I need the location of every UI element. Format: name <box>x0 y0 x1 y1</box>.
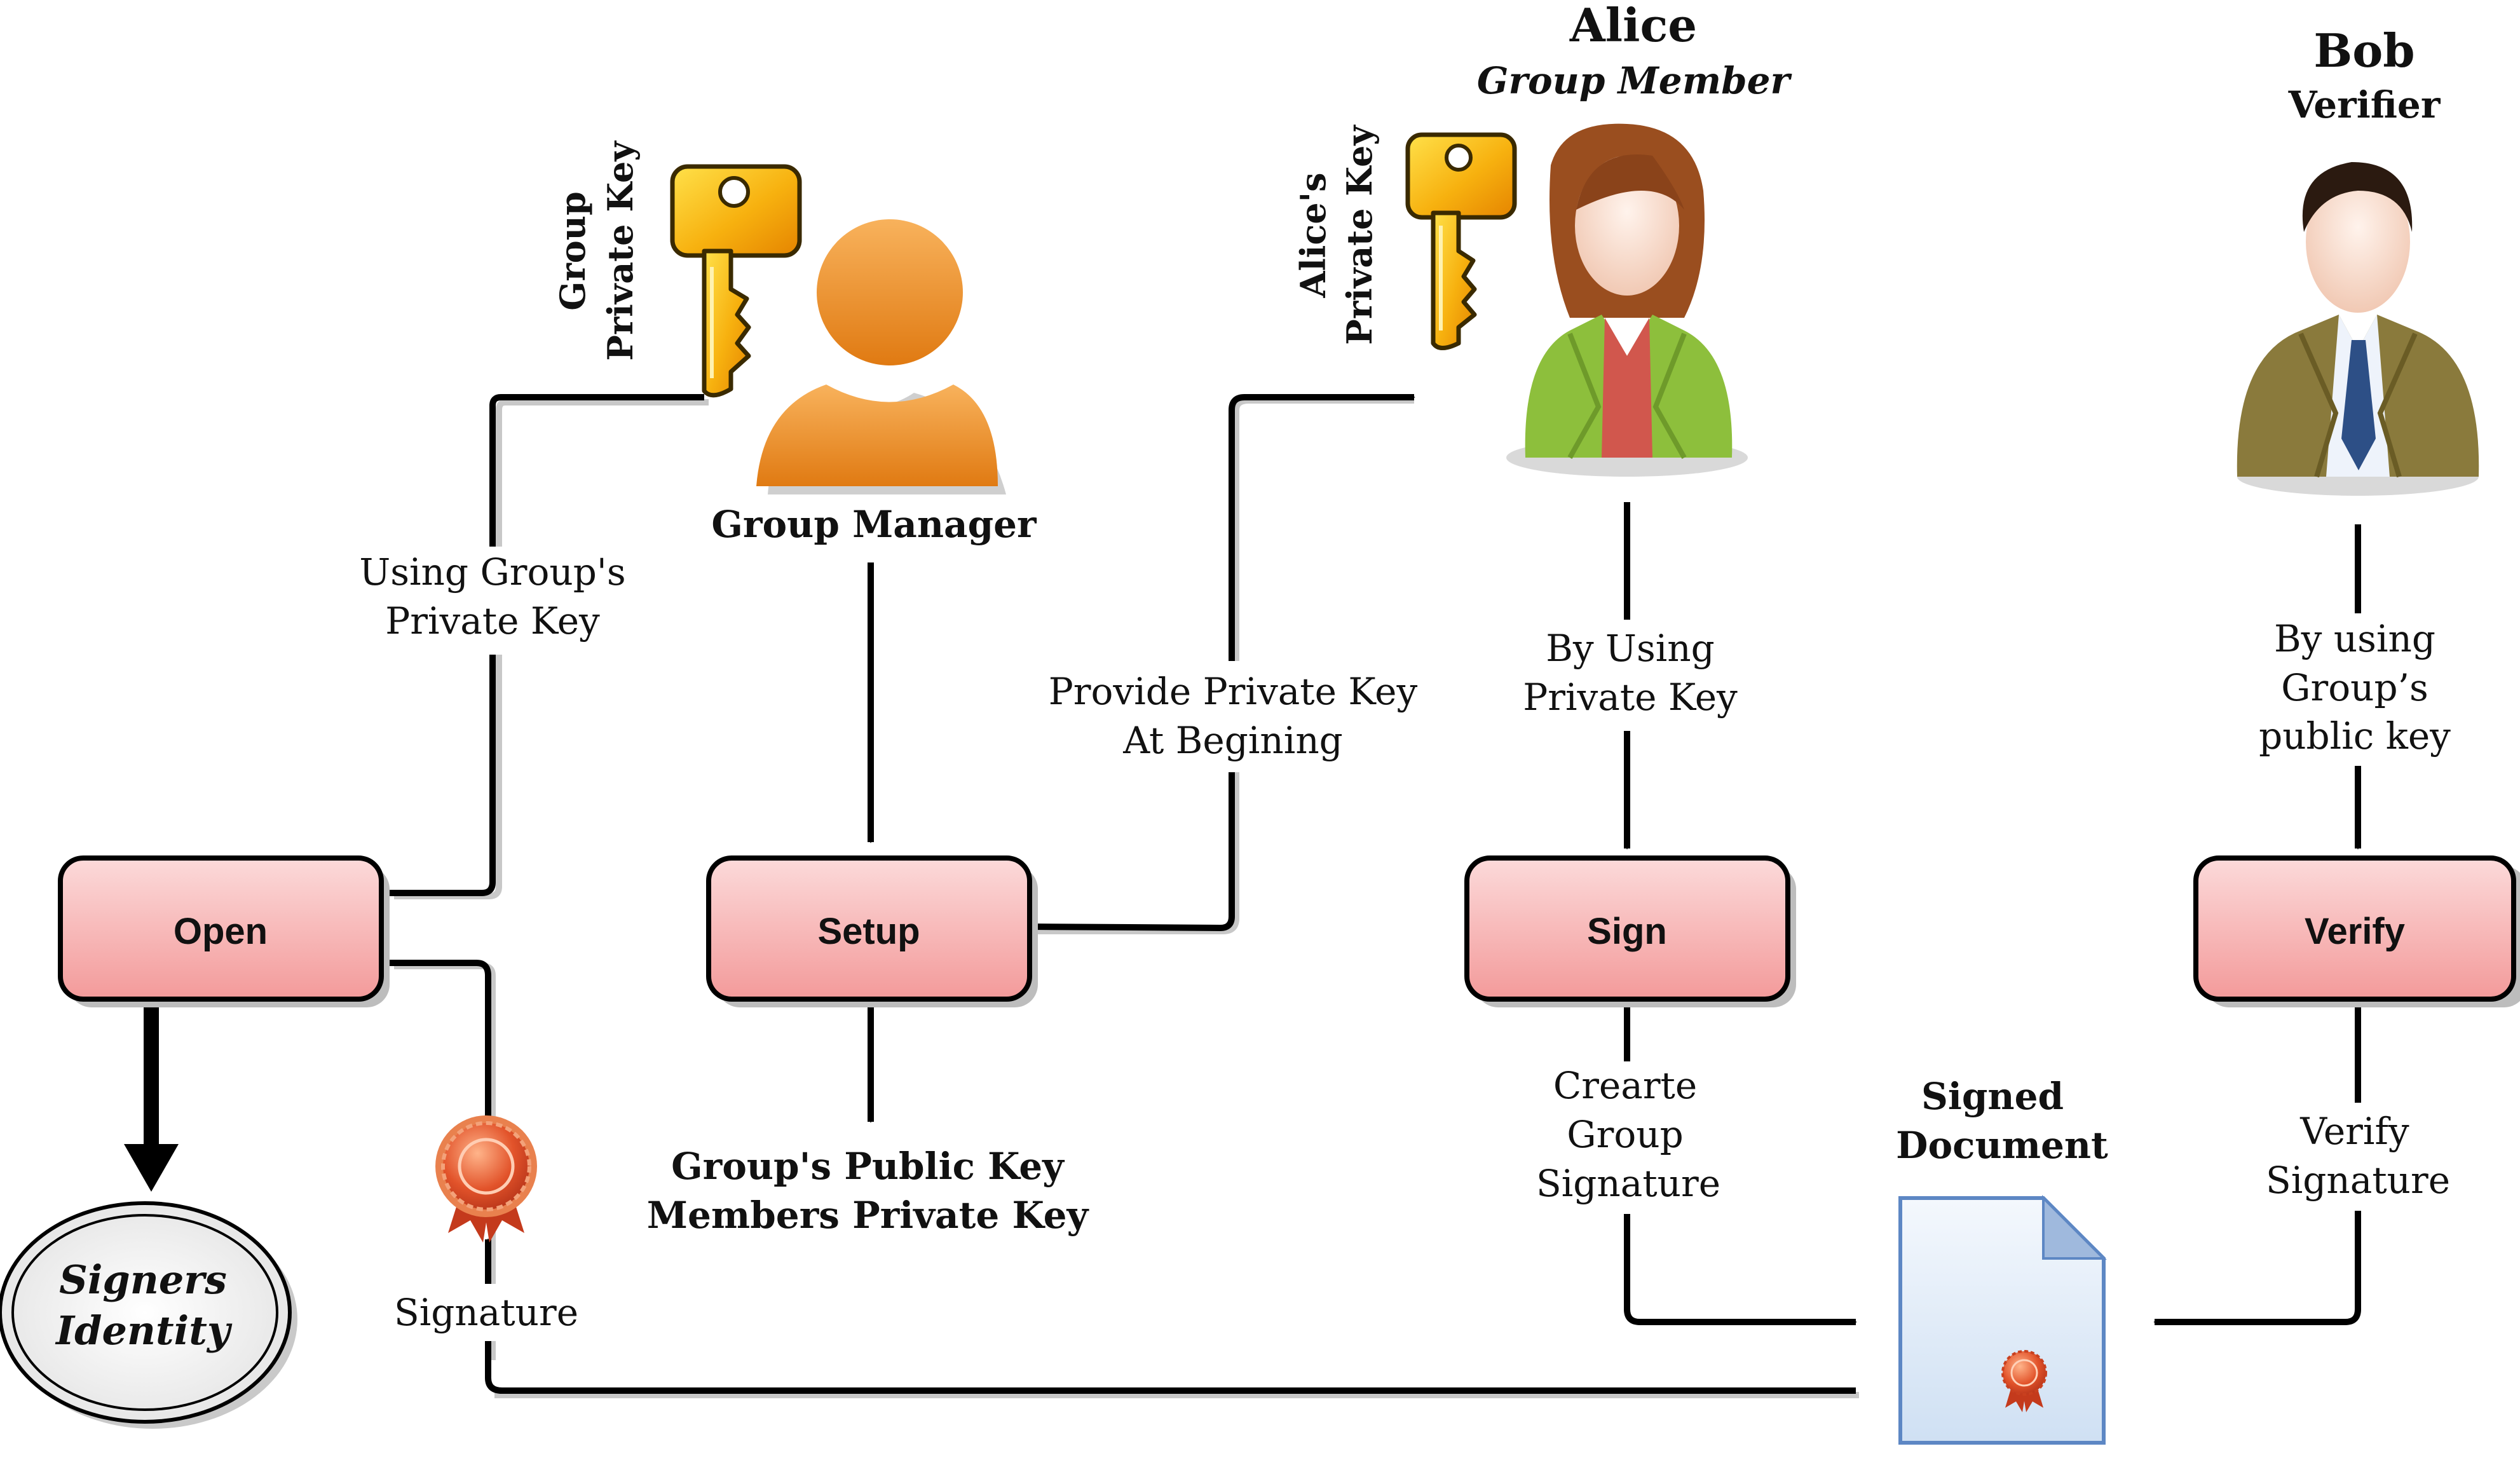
group-manager-key-label-2: Private Key <box>600 140 641 361</box>
process-setup-label: Setup <box>817 911 920 952</box>
arrow-sign-to-document <box>1624 1004 1857 1325</box>
alice-key-label-1: Alice's <box>1293 172 1333 298</box>
signed-document-title-2: Document <box>1896 1124 2108 1167</box>
label-create-sig-1: Crearte <box>1553 1064 1697 1107</box>
label-using-group-key-2: Private Key <box>385 599 600 643</box>
signers-identity-line2: Identity <box>55 1307 233 1354</box>
arrow-verify-to-document <box>2153 1004 2361 1325</box>
label-by-using-private-1: By Using <box>1546 627 1715 670</box>
setup-output-members-key: Members Private Key <box>647 1194 1090 1237</box>
alice-key-icon <box>1405 132 1517 350</box>
label-create-sig-2: Group <box>1567 1113 1683 1156</box>
group-manager-name: Group Manager <box>711 503 1037 546</box>
group-manager-icon <box>756 219 1006 494</box>
bob-avatar-icon <box>2237 162 2479 496</box>
label-create-sig-3: Signature <box>1536 1162 1720 1205</box>
label-using-group-key-1: Using Group's <box>359 550 625 594</box>
setup-output-public-key: Group's Public Key <box>671 1145 1065 1188</box>
label-signature: Signature <box>394 1291 578 1334</box>
signature-seal-icon <box>435 1115 537 1243</box>
label-provide-key-1: Provide Private Key <box>1049 670 1418 713</box>
bob-name: Bob <box>2313 24 2414 78</box>
label-by-using-public-2: Group’s <box>2281 666 2428 709</box>
alice-avatar-icon <box>1506 123 1748 477</box>
arrow-signature-to-open <box>383 960 491 1122</box>
alice-key-label-2: Private Key <box>1339 125 1380 345</box>
label-by-using-public-3: public key <box>2259 714 2451 758</box>
document-seal-icon <box>2001 1350 2047 1412</box>
group-manager-key-label-1: Group <box>552 191 593 311</box>
process-sign-label: Sign <box>1587 911 1667 952</box>
signed-document-icon[interactable] <box>1898 1195 2107 1445</box>
process-setup[interactable]: Setup <box>706 855 1038 1007</box>
label-verify-sig-1: Verify <box>2299 1110 2409 1153</box>
process-sign[interactable]: Sign <box>1464 855 1796 1007</box>
label-provide-key-2: At Begining <box>1122 719 1343 762</box>
process-verify[interactable]: Verify <box>2193 855 2520 1007</box>
label-by-using-private-2: Private Key <box>1523 676 1738 719</box>
alice-role: Group Member <box>1477 59 1793 102</box>
process-open[interactable]: Open <box>58 855 390 1007</box>
signers-identity-line1: Signers <box>59 1257 227 1303</box>
label-by-using-public-1: By using <box>2274 617 2435 660</box>
bob-role: Verifier <box>2288 83 2441 126</box>
edge-labels: Using Group's Private Key Provide Privat… <box>359 547 2466 1341</box>
process-verify-label: Verify <box>2305 911 2405 952</box>
arrow-open-to-identity <box>124 1007 179 1192</box>
signed-document-title-1: Signed <box>1921 1075 2064 1118</box>
group-manager-key-icon <box>670 164 802 398</box>
arrow-document-to-signature <box>485 1238 1856 1394</box>
label-verify-sig-2: Signature <box>2266 1159 2450 1202</box>
signers-identity: Signers Identity <box>0 1201 297 1429</box>
process-open-label: Open <box>174 911 268 952</box>
alice-name: Alice <box>1569 0 1697 52</box>
